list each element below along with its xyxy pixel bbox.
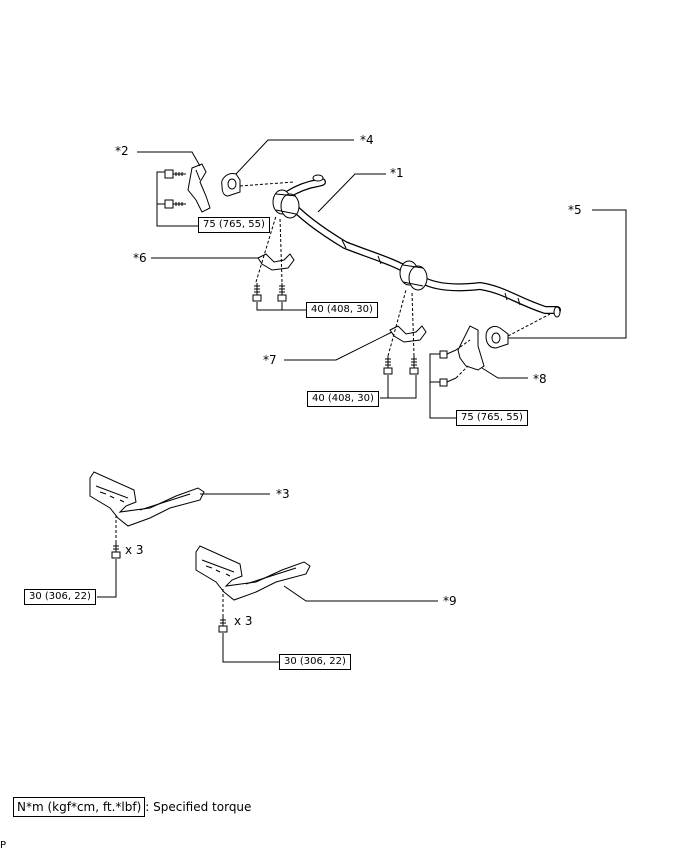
torque-spec-bracket-7: 40 (408, 30) bbox=[307, 391, 379, 407]
stabilizer-bushing bbox=[221, 173, 241, 197]
bar-bushing-left bbox=[272, 189, 300, 219]
callout-7: *7 bbox=[263, 353, 277, 367]
bolt-3 bbox=[111, 543, 121, 559]
bolt-9 bbox=[218, 617, 228, 633]
callout-4: *4 bbox=[360, 133, 374, 147]
callout-2: *2 bbox=[115, 144, 129, 158]
bolt-8a bbox=[439, 349, 457, 359]
bolt-6a bbox=[252, 283, 262, 302]
torque-spec-bracket-6: 40 (408, 30) bbox=[306, 302, 378, 318]
bolt-7a bbox=[383, 356, 393, 375]
bracket-6 bbox=[257, 253, 295, 271]
alignment-lines bbox=[115, 181, 551, 617]
bolt-2a bbox=[164, 169, 186, 179]
bracket-7 bbox=[389, 325, 427, 343]
legend-unit-box: N*m (kgf*cm, ft.*lbf) bbox=[13, 797, 146, 817]
bracket-8 bbox=[457, 325, 485, 371]
quantity-label-9: x 3 bbox=[234, 614, 253, 628]
torque-spec-stay-9: 30 (306, 22) bbox=[279, 654, 351, 670]
bushing-5 bbox=[485, 325, 509, 349]
torque-spec-stay-3: 30 (306, 22) bbox=[24, 589, 96, 605]
torque-spec-bracket-8: 75 (765, 55) bbox=[456, 410, 528, 426]
callout-3: *3 bbox=[276, 487, 290, 501]
corner-mark: P bbox=[0, 840, 7, 851]
bolt-7b bbox=[409, 356, 419, 375]
bracket-upper-left bbox=[187, 163, 211, 213]
callout-5: *5 bbox=[568, 203, 582, 217]
stabilizer-bar bbox=[283, 174, 561, 318]
torque-spec-bracket-2: 75 (765, 55) bbox=[198, 217, 270, 233]
bar-bushing-right bbox=[399, 260, 428, 291]
bolt-6b bbox=[277, 283, 287, 302]
callout-1: *1 bbox=[390, 166, 404, 180]
stabilizer-stay-left bbox=[89, 471, 205, 527]
callout-9: *9 bbox=[443, 594, 457, 608]
leader-lines bbox=[97, 139, 627, 663]
torque-legend: N*m (kgf*cm, ft.*lbf): Specified torque bbox=[13, 797, 251, 817]
callout-6: *6 bbox=[133, 251, 147, 265]
bolt-2b bbox=[164, 199, 186, 209]
bolt-8b bbox=[439, 377, 457, 387]
quantity-label-3: x 3 bbox=[125, 543, 144, 557]
callout-8: *8 bbox=[533, 372, 547, 386]
legend-text: : Specified torque bbox=[145, 800, 252, 814]
